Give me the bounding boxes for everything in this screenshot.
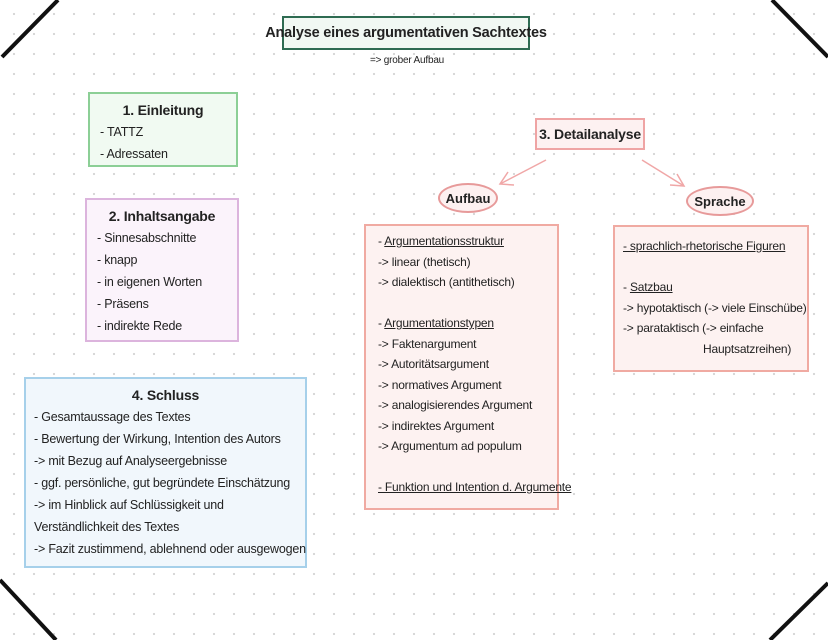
list-item: - in eigenen Worten — [97, 275, 203, 289]
sprache-node: Sprache — [686, 186, 754, 216]
list-item: - TATTZ — [100, 125, 144, 139]
inhaltsangabe-heading: 2. Inhaltsangabe — [108, 208, 216, 224]
einleitung-box: 1. Einleitung - TATTZ - Adressaten — [88, 92, 238, 167]
list-item-continuation: Hauptsatzreihen) — [703, 341, 792, 356]
aufbau-box: - Argumentationsstruktur -> linear (thet… — [364, 224, 572, 510]
sprache-box: - sprachlich-rhetorische Figuren - Satzb… — [613, 225, 809, 372]
list-item: -> normatives Argument — [378, 377, 502, 392]
bullet-dash: - — [623, 280, 630, 294]
inhaltsangabe-box: 2. Inhaltsangabe - Sinnesabschnitte - kn… — [85, 198, 239, 342]
argumentationsstruktur-label: Argumentationsstruktur — [384, 234, 504, 248]
page-title-text: Analyse eines argumentativen Sachtextes — [265, 25, 547, 41]
list-item: Verständlichkeit des Textes — [34, 520, 180, 534]
corner-stroke-bottom-right — [768, 581, 828, 640]
list-item: - knapp — [97, 253, 138, 267]
argumentationstypen-heading: - Argumentationstypen — [378, 313, 549, 334]
list-item: -> parataktisch (-> einfache — [623, 321, 764, 335]
schluss-heading: 4. Schluss — [131, 387, 200, 403]
corner-stroke-top-left — [0, 0, 60, 59]
argumentationstypen-label: Argumentationstypen — [384, 316, 494, 330]
spacer — [378, 457, 549, 478]
corner-stroke-top-right — [770, 0, 828, 59]
list-item: -> Fazit zustimmend, ablehnend oder ausg… — [34, 542, 306, 556]
detailanalyse-node: 3. Detailanalyse — [535, 118, 645, 150]
list-item: -> Autoritätsargument — [378, 357, 489, 371]
subtitle: => grober Aufbau — [369, 55, 445, 66]
list-item: -> indirektes Argument — [378, 418, 494, 433]
bullet-dash: - — [378, 234, 385, 248]
detailanalyse-heading: 3. Detailanalyse — [539, 126, 641, 142]
list-item: - Adressaten — [100, 147, 168, 161]
spacer — [378, 293, 549, 314]
funktion-heading: - Funktion und Intention d. Argumente — [378, 480, 572, 494]
satzbau-label: Satzbau — [629, 280, 673, 294]
satzbau-heading: - Satzbau — [623, 277, 803, 298]
list-item: -> Argumentum ad populum — [378, 439, 522, 453]
arrow-to-aufbau — [498, 159, 547, 186]
list-item: - Bewertung der Wirkung, Intention des A… — [34, 432, 281, 446]
arrow-to-sprache — [641, 159, 686, 187]
spacer — [623, 257, 803, 278]
corner-stroke-bottom-left — [0, 578, 58, 640]
list-item: - Gesamtaussage des Textes — [34, 410, 191, 424]
list-item: -> linear (thetisch) — [378, 254, 471, 269]
list-item: - indirekte Rede — [97, 319, 183, 333]
page-title: Analyse eines argumentativen Sachtextes — [265, 16, 547, 50]
list-item: -> im Hinblick auf Schlüssigkeit und — [34, 498, 224, 512]
einleitung-heading: 1. Einleitung — [122, 102, 204, 118]
list-item: - ggf. persönliche, gut begründete Einsc… — [34, 476, 291, 490]
list-item: - Präsens — [97, 297, 149, 311]
list-item: -> analogisierendes Argument — [378, 398, 533, 412]
bullet-dash: - — [378, 316, 385, 330]
argumentationsstruktur-heading: - Argumentationsstruktur — [378, 231, 549, 252]
schluss-box: 4. Schluss - Gesamtaussage des Textes - … — [24, 377, 307, 568]
aufbau-label: Aufbau — [445, 190, 491, 206]
list-item: - Sinnesabschnitte — [97, 231, 197, 245]
list-item: -> mit Bezug auf Analyseergebnisse — [34, 454, 227, 468]
figuren-heading: - sprachlich-rhetorische Figuren — [623, 239, 786, 253]
list-item: -> hypotaktisch (-> viele Einschübe) — [623, 300, 807, 315]
sprache-label: Sprache — [694, 193, 746, 209]
list-item: -> dialektisch (antithetisch) — [378, 275, 515, 289]
aufbau-node: Aufbau — [438, 183, 498, 213]
list-item: -> Faktenargument — [378, 336, 477, 351]
